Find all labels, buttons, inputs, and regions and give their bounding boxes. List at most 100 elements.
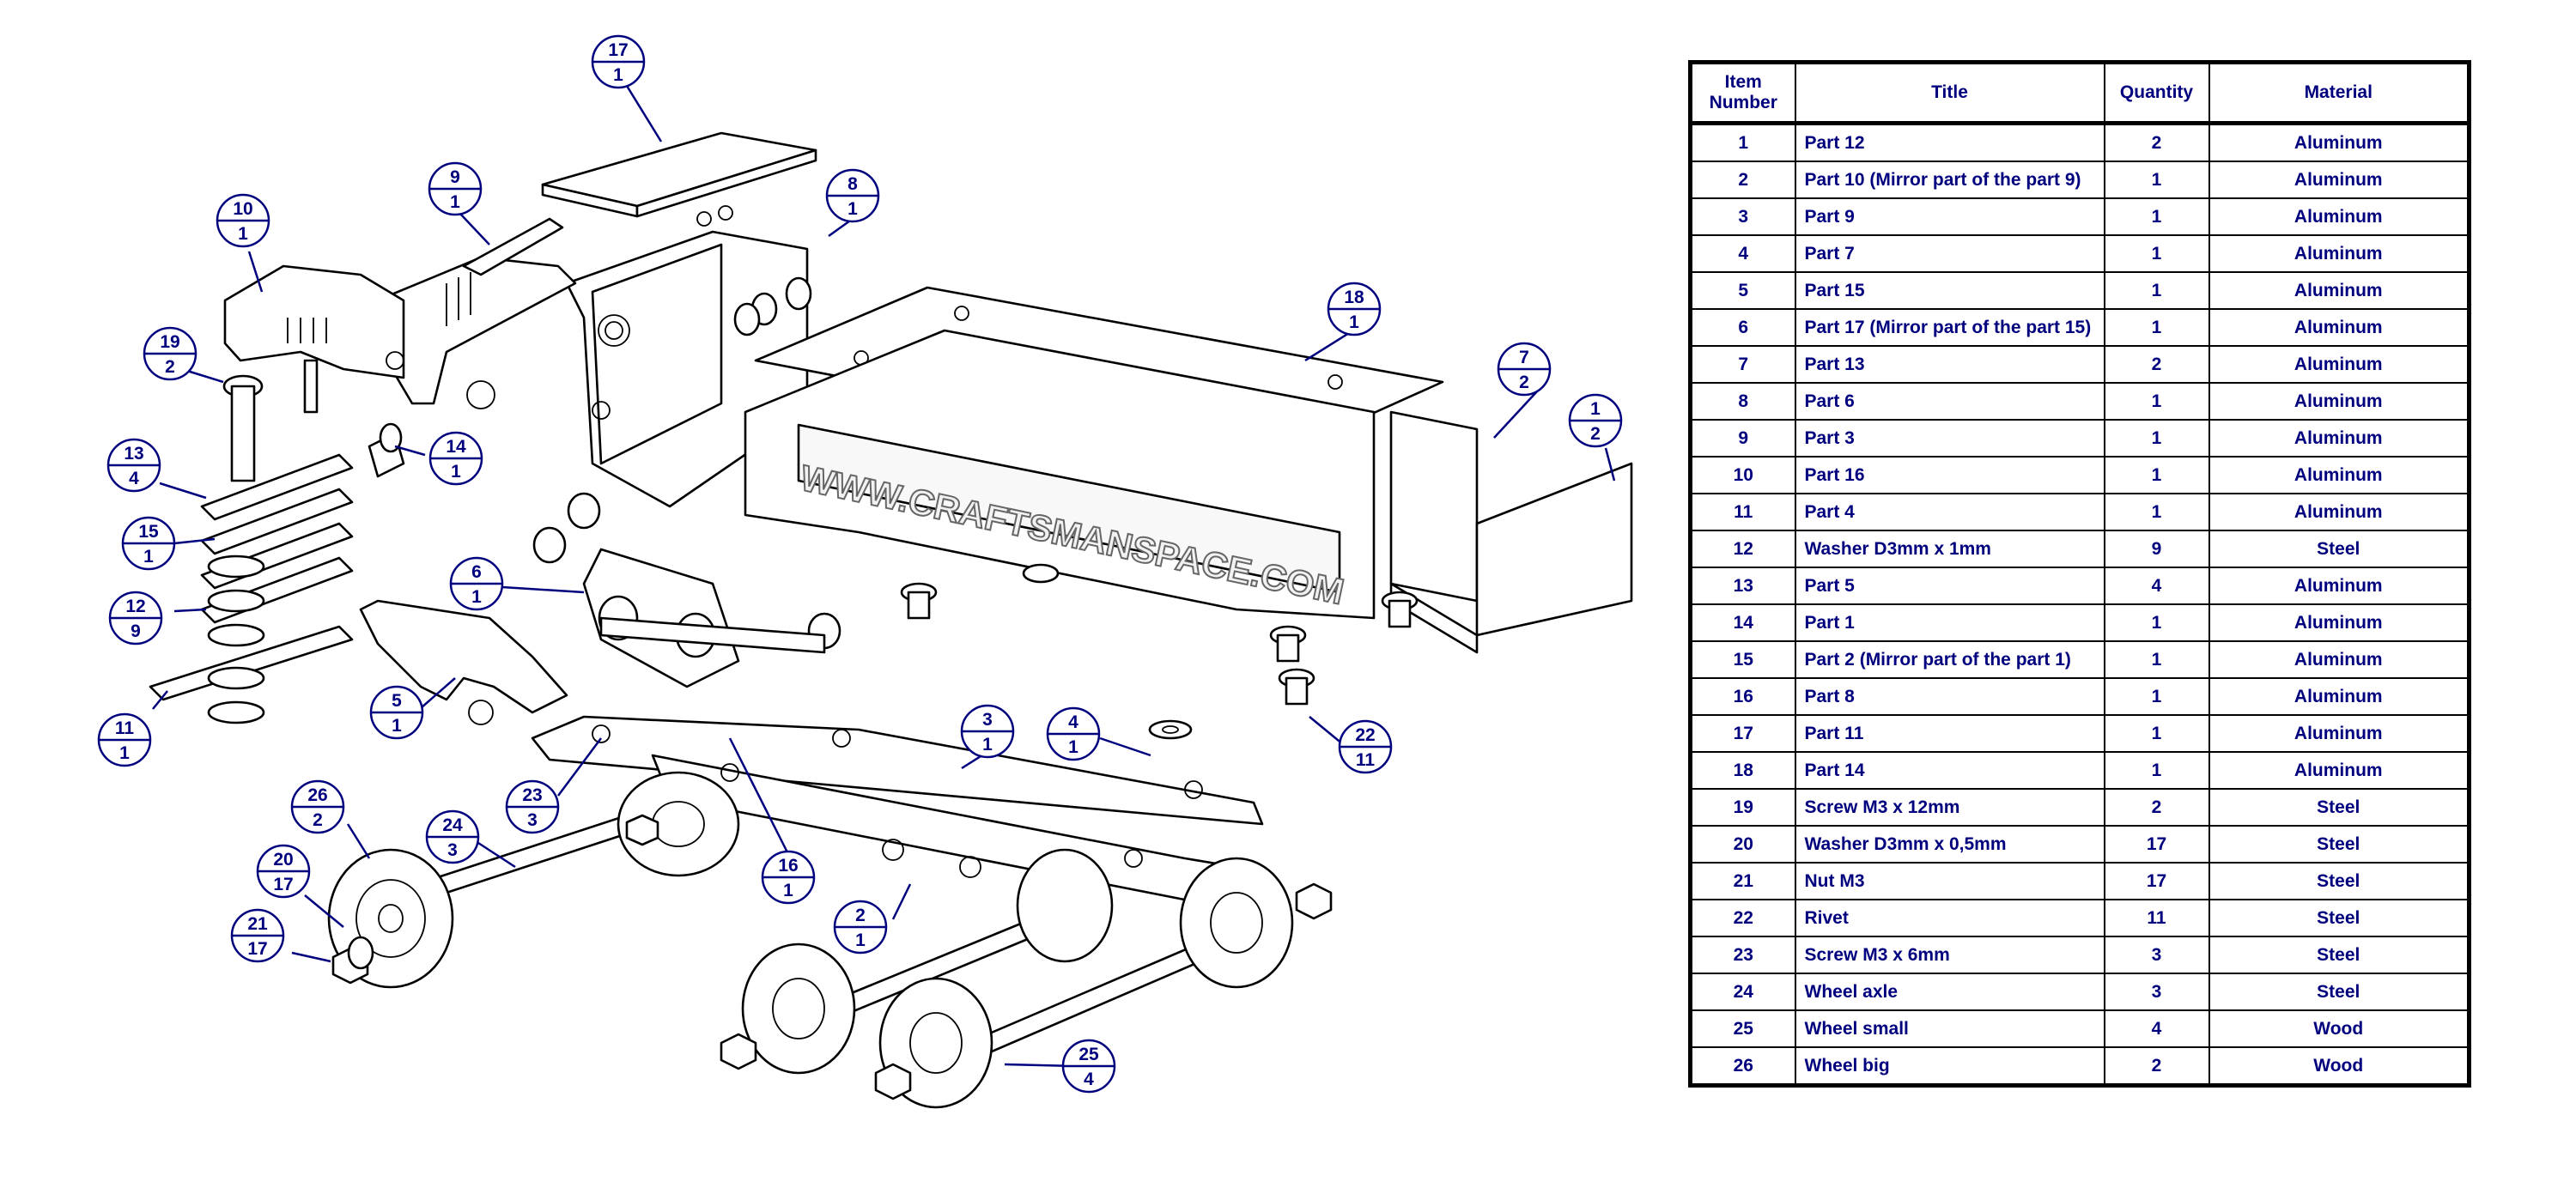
cell-title: Part 10 (Mirror part of the part 9) (1794, 161, 2105, 199)
svg-text:10: 10 (233, 199, 252, 219)
svg-text:15: 15 (138, 522, 159, 542)
cell-material: Aluminum (2208, 493, 2470, 531)
cell-material: Steel (2208, 788, 2470, 827)
wheel-small-1 (741, 942, 856, 1075)
cell-material: Steel (2208, 862, 2470, 900)
svg-text:17: 17 (247, 939, 267, 959)
part-9-side-rail (531, 715, 1264, 826)
balloon-26: 262 (290, 779, 345, 834)
cell-quantity: 1 (2103, 161, 2210, 199)
cell-item-number: 9 (1689, 419, 1796, 458)
balloon-18: 181 (1327, 282, 1382, 336)
cell-title: Rivet (1794, 899, 2105, 937)
cell-material: Aluminum (2208, 603, 2470, 642)
svg-text:11: 11 (115, 718, 135, 738)
rivets (900, 563, 1419, 706)
cell-title: Nut M3 (1794, 862, 2105, 900)
balloon-17: 171 (591, 34, 646, 89)
svg-text:23: 23 (522, 785, 542, 805)
cell-item-number: 22 (1689, 899, 1796, 937)
svg-text:1: 1 (855, 930, 866, 950)
header-quantity: Quantity (2103, 61, 2210, 125)
cell-title: Part 15 (1794, 271, 2105, 310)
cell-quantity: 4 (2103, 567, 2210, 605)
svg-text:16: 16 (778, 856, 798, 876)
header-title: Title (1794, 61, 2105, 125)
part-14-base-tray: WWW.CRAFTSMANSPACE.COM (744, 286, 1444, 620)
cell-title: Part 14 (1794, 751, 2105, 790)
svg-text:1: 1 (982, 735, 993, 755)
cell-quantity: 1 (2103, 419, 2210, 458)
cell-quantity: 3 (2103, 973, 2210, 1011)
svg-text:1: 1 (613, 65, 623, 85)
cell-material: Wood (2208, 1009, 2470, 1048)
axle-pins (532, 492, 841, 658)
svg-text:1: 1 (783, 881, 793, 900)
balloon-13: 134 (106, 438, 161, 493)
part-6-upper-block (565, 205, 812, 508)
washer-4 (1148, 719, 1193, 740)
wheel-axles (389, 814, 1208, 1064)
svg-text:9: 9 (450, 167, 460, 187)
svg-text:2: 2 (313, 810, 323, 830)
cell-quantity: 1 (2103, 197, 2210, 236)
cell-title: Part 5 (1794, 567, 2105, 605)
cell-material: Aluminum (2208, 677, 2470, 716)
svg-text:11: 11 (1356, 750, 1376, 770)
svg-text:8: 8 (848, 174, 858, 194)
header-material: Material (2208, 61, 2470, 125)
cell-title: Part 11 (1794, 714, 2105, 753)
cell-quantity: 1 (2103, 308, 2210, 347)
cell-item-number: 17 (1689, 714, 1796, 753)
cell-material: Aluminum (2208, 751, 2470, 790)
wheel-small-4 (1179, 857, 1294, 989)
exploded-assembly-drawing: WWW.CRAFTSMANSPACE.COM (97, 34, 1633, 1109)
cell-item-number: 16 (1689, 677, 1796, 716)
svg-text:1: 1 (1590, 399, 1601, 419)
balloon-6: 61 (449, 556, 504, 611)
cell-title: Part 1 (1794, 603, 2105, 642)
nuts-and-washers (331, 814, 1333, 1100)
screw-stack-left (149, 374, 405, 724)
wheel-small-3 (1016, 848, 1114, 963)
cell-item-number: 10 (1689, 456, 1796, 494)
cell-quantity: 1 (2103, 714, 2210, 753)
svg-text:7: 7 (1519, 348, 1529, 367)
part-15-link-arm (359, 599, 568, 725)
svg-text:5: 5 (392, 691, 402, 711)
bom-header-row: Item Number Title Quantity Material (1689, 61, 2470, 125)
cell-title: Part 8 (1794, 677, 2105, 716)
part-11-top-plate (541, 131, 817, 218)
cell-item-number: 24 (1689, 973, 1796, 1011)
cell-material: Aluminum (2208, 161, 2470, 199)
cell-item-number: 12 (1689, 530, 1796, 568)
svg-text:14: 14 (446, 437, 466, 457)
cell-title: Part 7 (1794, 234, 2105, 273)
balloon-2: 21 (833, 900, 888, 955)
part-3-slotted-bracket (355, 217, 577, 409)
cell-item-number: 4 (1689, 234, 1796, 273)
balloon-11: 111 (97, 712, 152, 767)
svg-text:9: 9 (131, 621, 141, 641)
cell-quantity: 2 (2103, 788, 2210, 827)
cell-quantity: 1 (2103, 603, 2210, 642)
svg-text:3: 3 (447, 840, 458, 860)
cell-quantity: 1 (2103, 382, 2210, 421)
svg-text:2: 2 (1519, 373, 1529, 392)
svg-text:13: 13 (124, 444, 143, 464)
cell-quantity: 17 (2103, 825, 2210, 864)
cell-title: Part 17 (Mirror part of the part 15) (1794, 308, 2105, 347)
